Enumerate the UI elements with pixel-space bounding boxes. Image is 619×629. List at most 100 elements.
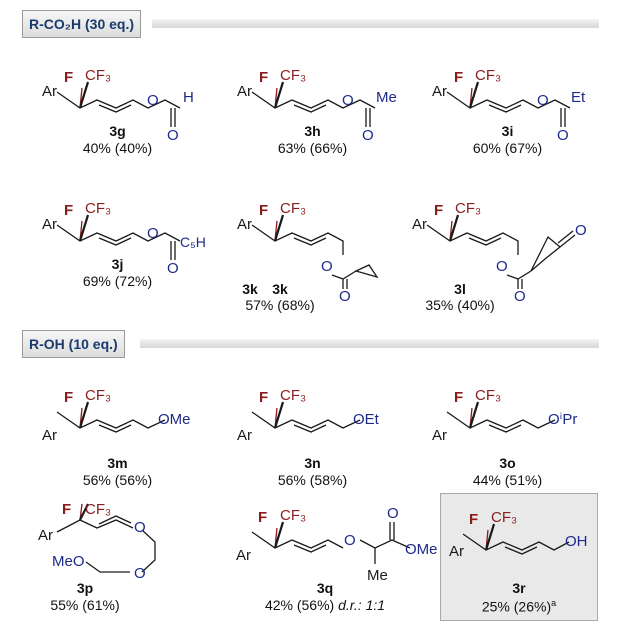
compound-3n: Ar F CF₃ OEt 3n 56% (58%) [225, 380, 400, 490]
structure-3r: Ar F CF₃ OH [449, 509, 588, 560]
o-label-3j: O [147, 225, 159, 242]
structure-3j: Ar F CF₃ O O C₅H₁₁ [42, 200, 205, 277]
compound-id-3r: 3r [512, 580, 526, 596]
ar-label-3q: Ar [236, 547, 251, 564]
yield-3h: 63% (66%) [277, 140, 348, 156]
ar-label-3n: Ar [237, 427, 252, 444]
substituent-3g: H [183, 89, 194, 106]
structure-3q: Ar F CF₃ O O OMe Me [236, 505, 438, 584]
section-header-alcohols: R-OH (10 eq.) [22, 330, 125, 358]
cf3-label-3i: CF₃ [475, 67, 501, 84]
structure-3o: Ar F CF₃ OⁱPr [432, 387, 577, 444]
yield-3q-line: 42% (56%) d.r.: 1:1 [210, 597, 440, 613]
cf3-label-3l: CF₃ [455, 200, 481, 217]
structure-3h: Ar F CF₃ O O Me [237, 67, 397, 144]
compound-id-3k: 3k [242, 281, 258, 297]
compound-3h: Ar F CF₃ O O Me 3h 63% (66%) [225, 60, 400, 170]
f-label-3k: F [259, 202, 268, 219]
compound-3o: Ar F CF₃ OⁱPr 3o 44% (51%) [420, 380, 595, 490]
ar-label-3m: Ar [42, 427, 57, 444]
skeleton-3l [426, 224, 576, 289]
oxo-label-3h: O [362, 127, 374, 144]
structure-3g: Ar F CF₃ O O H [42, 67, 194, 144]
o-label-3p: O [134, 519, 146, 536]
ar-label-3h: Ar [237, 83, 252, 100]
ar-label-3g: Ar [42, 83, 57, 100]
structure-3i: Ar F CF₃ O O Et [432, 67, 586, 144]
skeleton-3m [56, 411, 166, 433]
yield-3n: 56% (58%) [277, 472, 348, 488]
caption-3l: 3l 35% (40%) [405, 281, 515, 313]
substituent-3r: OH [565, 533, 588, 550]
methyl-label-3q: Me [367, 567, 388, 584]
cf3-label-3h: CF₃ [280, 67, 306, 84]
f-label-3i: F [454, 69, 463, 86]
footnote-3r: a [551, 598, 557, 608]
ketone-o-label-3l: O [575, 222, 587, 239]
oxo-label-3q: O [387, 505, 399, 522]
f-label-3j: F [64, 202, 73, 219]
section-rule-acids [152, 19, 599, 28]
f-label-3l: F [434, 202, 443, 219]
cf3-label-3m: CF₃ [85, 387, 111, 404]
o-label-3l: O [496, 258, 508, 275]
compound-id-3o: 3o [499, 455, 516, 471]
cf3-label-3k: CF₃ [280, 200, 306, 217]
compound-id-3n: 3n [304, 455, 321, 471]
ar-label-3o: Ar [432, 427, 447, 444]
compound-id-3h: 3h [304, 123, 321, 139]
skeleton-3n [251, 411, 361, 433]
substituent-3h: Me [376, 89, 397, 106]
carbonyl-3h [365, 108, 371, 127]
substituent-3j: C₅H₁₁ [180, 234, 205, 250]
compound-id-3q: 3q [316, 580, 334, 596]
structure-3p: Ar F CF₃ O O MeO [38, 501, 156, 582]
f-label-3p: F [62, 501, 71, 518]
ar-label-3r: Ar [449, 543, 464, 560]
yield-3l: 35% (40%) [425, 297, 495, 313]
substituent-3p: MeO [52, 553, 85, 570]
ar-label-3i: Ar [432, 83, 447, 100]
structure-3l: Ar F CF₃ O O O [412, 200, 587, 303]
compound-id-3j: 3j [111, 256, 124, 272]
compound-id-3m: 3m [107, 455, 128, 471]
ar-label-3p: Ar [38, 527, 53, 544]
ar-label-3l: Ar [412, 216, 427, 233]
substituent-3o: OⁱPr [548, 411, 577, 428]
cf3-bond-3h [273, 81, 285, 109]
structure-3n: Ar F CF₃ OEt [237, 387, 380, 444]
o-label-3k: O [321, 258, 333, 275]
cf3-bond-3i [468, 81, 480, 109]
carbonyl-3i [560, 108, 566, 127]
compound-3q: Ar F CF₃ O O OMe Me 3q 42% (56%) d.r.: 1… [210, 500, 440, 613]
skeleton-3g [56, 91, 181, 113]
cf3-label-3o: CF₃ [475, 387, 501, 404]
skeleton-3k [251, 224, 379, 289]
compound-id-3k-label: 3k [272, 281, 288, 297]
skeleton-3q [251, 522, 411, 564]
ar-label-3k: Ar [237, 216, 252, 233]
cf3-bond-3g [78, 81, 90, 109]
cf3-bond-3q [273, 521, 285, 549]
compound-3r: Ar F CF₃ OH 3r 25% (26%)a [440, 493, 598, 621]
f-label-3g: F [64, 69, 73, 86]
yield-3m: 56% (56%) [82, 472, 153, 488]
f-label-3n: F [259, 389, 268, 406]
o-label-3h: O [342, 92, 354, 109]
compound-id-3l: 3l [454, 281, 466, 297]
ketone-bond-3l [557, 230, 574, 244]
structure-3k: Ar F CF₃ O O [237, 200, 379, 303]
yield-3o: 44% (51%) [472, 472, 543, 488]
cf3-bond-3o [468, 401, 480, 429]
cf3-bond-3r [484, 523, 496, 551]
oxo-label-3k: O [339, 288, 351, 303]
dr-3q: d.r.: 1:1 [338, 597, 386, 613]
substituent-3i: Et [571, 89, 586, 106]
carbonyl-3g [170, 108, 176, 127]
substituent-3m: OMe [158, 411, 191, 428]
f-label-3h: F [259, 69, 268, 86]
compound-id-3p: 3p [76, 580, 94, 596]
o-label-3g: O [147, 92, 159, 109]
f-label-3q: F [258, 509, 267, 526]
compound-3l: Ar F CF₃ O O O [400, 193, 587, 303]
